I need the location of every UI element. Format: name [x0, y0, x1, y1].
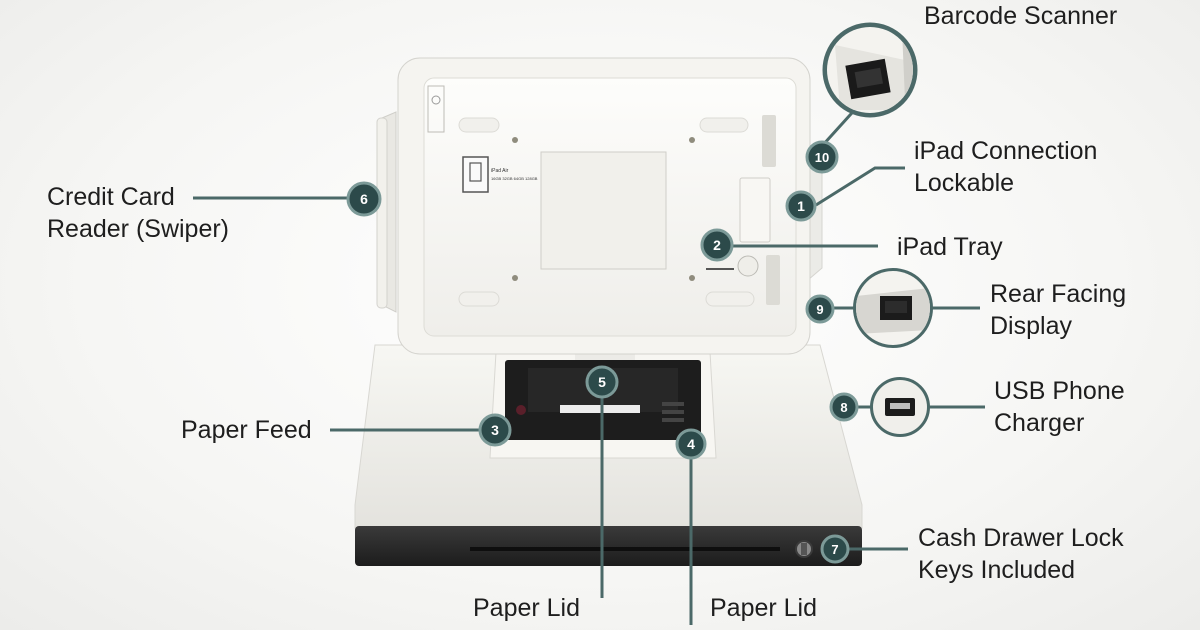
paper-feed-button [516, 405, 526, 415]
card-reader [376, 111, 397, 313]
label-line: iPad Connection [914, 137, 1098, 165]
ipad-model-text: iPad Air [491, 168, 509, 174]
leader-lines [193, 102, 985, 625]
callout-badge-9: 9 [805, 294, 835, 324]
callout-badge-1: 1 [785, 190, 817, 222]
label-barcode-scanner: Barcode Scanner [924, 0, 1117, 32]
label-line: Rear Facing [990, 280, 1127, 308]
badge-number: 4 [687, 436, 695, 452]
badge-number: 9 [816, 302, 823, 317]
ipad-capacity-text: 16GB 32GB 64GB 128GB [491, 176, 538, 181]
badge-number: 2 [713, 237, 721, 253]
callout-badge-5: 5 [585, 365, 619, 399]
label-credit-card-reader: Credit Card Reader (Swiper) [47, 181, 229, 245]
callout-badge-6: 6 [346, 181, 382, 217]
label-line: Paper Lid [710, 594, 818, 622]
label-rear-display: Rear Facing Display [990, 278, 1126, 342]
label-line: Paper Lid [473, 594, 581, 622]
label-ipad-connection: iPad Connection Lockable [914, 135, 1097, 199]
badge-number: 1 [797, 198, 805, 214]
label-paper-lid-4: Paper Lid [710, 592, 817, 624]
badge-number: 7 [831, 542, 838, 557]
label-cash-drawer-lock: Cash Drawer Lock Keys Included [918, 522, 1124, 586]
badge-number: 6 [360, 191, 368, 207]
label-ipad-tray: iPad Tray [897, 231, 1003, 263]
badge-number: 10 [815, 150, 829, 165]
callout-badge-3: 3 [478, 413, 512, 447]
tray-bracket [427, 85, 445, 133]
callout-badge-10: 10 [805, 140, 839, 174]
callout-badge-2: 2 [700, 228, 734, 262]
label-line: Paper Feed [181, 416, 312, 444]
label-line: Charger [994, 409, 1085, 437]
label-usb-charger: USB Phone Charger [994, 375, 1125, 439]
label-line: Cash Drawer Lock [918, 524, 1124, 552]
label-line: Barcode Scanner [924, 2, 1118, 30]
callout-badge-7: 7 [820, 534, 850, 564]
label-paper-lid-5: Paper Lid [473, 592, 580, 624]
ipad-enclosure: iPad Air 16GB 32GB 64GB 128GB [397, 57, 811, 355]
label-line: iPad Tray [897, 233, 1003, 261]
rear-display-inset [853, 268, 933, 348]
callout-badge-4: 4 [675, 428, 707, 460]
callout-badge-8: 8 [829, 392, 859, 422]
label-line: USB Phone [994, 377, 1125, 405]
label-line: Credit Card [47, 183, 175, 211]
badge-number: 5 [598, 374, 606, 390]
label-line: Lockable [914, 169, 1015, 197]
label-line: Display [990, 312, 1072, 340]
badge-number: 8 [840, 400, 847, 415]
label-line: Reader (Swiper) [47, 215, 230, 243]
cash-drawer-lock [795, 540, 813, 558]
label-paper-feed: Paper Feed [181, 414, 312, 446]
barcode-scanner-inset [822, 22, 918, 118]
badge-number: 3 [491, 422, 499, 438]
label-line: Keys Included [918, 556, 1076, 584]
usb-charger-inset [870, 377, 930, 437]
